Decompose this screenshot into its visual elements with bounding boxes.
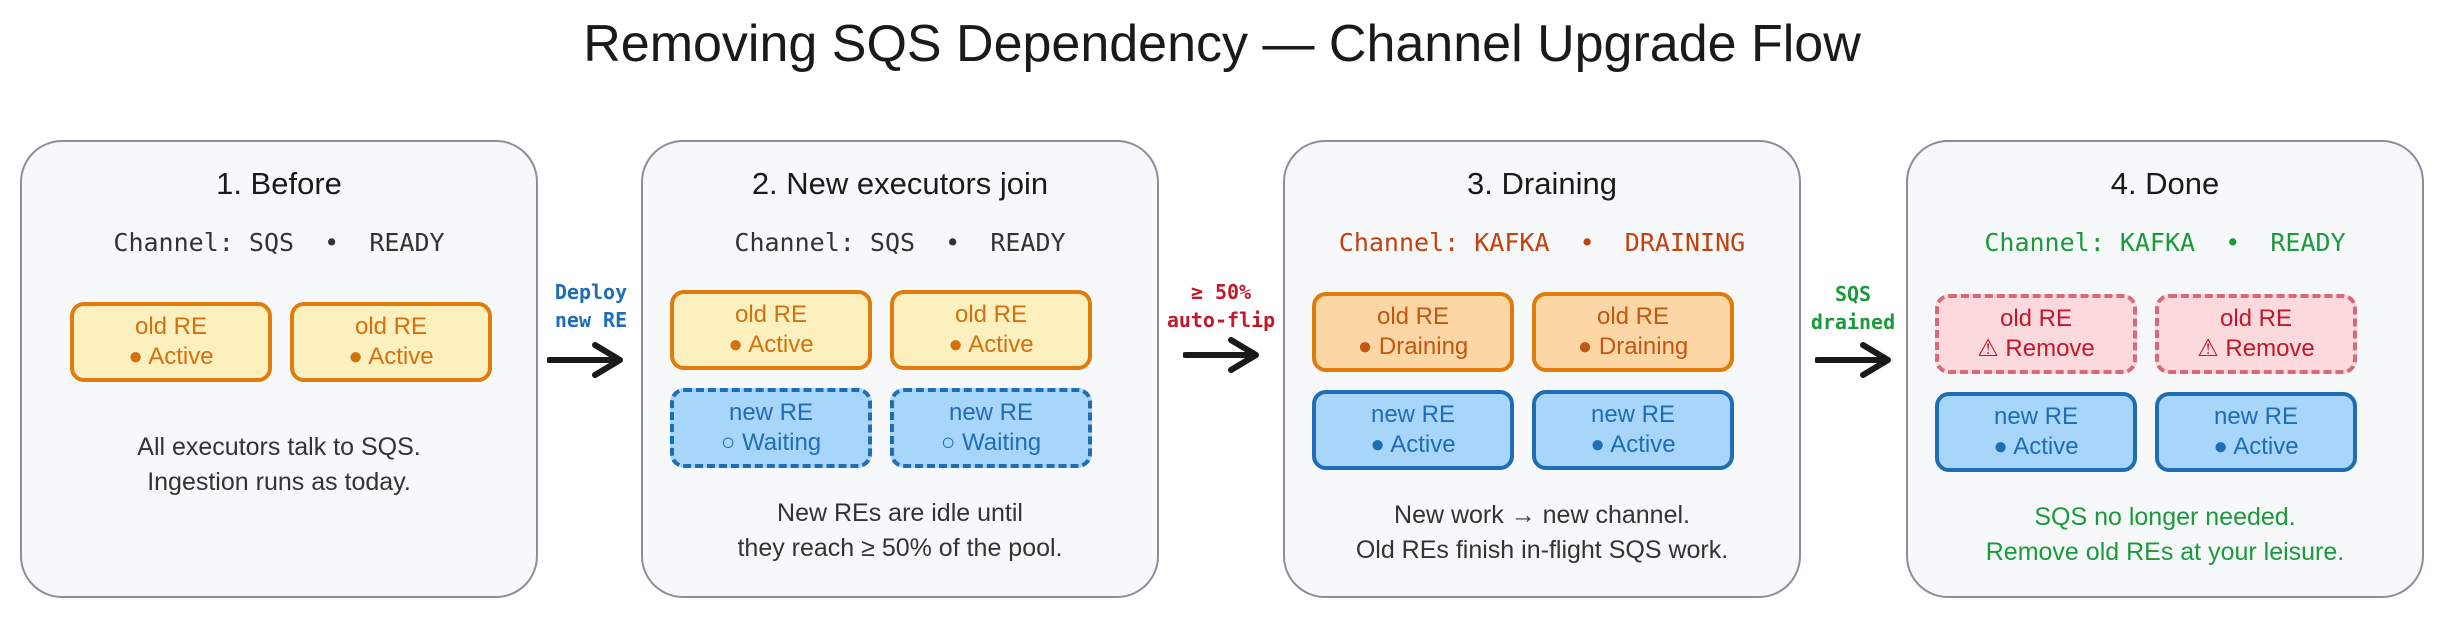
- channel-separator: •: [2225, 228, 2241, 257]
- arrow-label-line: auto-flip: [1166, 308, 1276, 332]
- channel-prefix: Channel:: [1984, 228, 2105, 257]
- tile-label: old RE: [354, 313, 428, 340]
- right-arrow-icon: [1183, 337, 1259, 373]
- tile-label: old RE: [954, 301, 1028, 328]
- panel-before: 1. Before Channel: SQS • READY old RE ● …: [20, 140, 538, 598]
- tile-label: old RE: [2219, 305, 2293, 332]
- tile-label: old RE: [1376, 303, 1450, 330]
- caption-line: Remove old REs at your leisure.: [1985, 538, 2345, 566]
- new-re-tile: new RE ● Active: [1312, 390, 1514, 470]
- tile-status: ● Active: [1370, 431, 1456, 458]
- channel-prefix: Channel:: [734, 228, 855, 257]
- channel-state: DRAINING: [1624, 228, 1746, 257]
- tile-label: new RE: [1590, 401, 1676, 428]
- caption-line: New REs are idle until: [777, 499, 1023, 527]
- tile-status: ⚠ Remove: [1977, 335, 2095, 362]
- tile-status: ● Draining: [1357, 333, 1469, 360]
- channel-status: Channel: SQS • READY: [643, 228, 1157, 257]
- tile-status: ● Active: [728, 331, 814, 358]
- tile-label: old RE: [1596, 303, 1670, 330]
- tile-label: new RE: [728, 399, 814, 426]
- arrow-label-deploy: Deploy new RE: [538, 278, 644, 334]
- right-arrow-icon: [547, 342, 623, 378]
- new-re-tile: new RE ● Active: [2155, 392, 2357, 472]
- panel-title: 1. Before: [216, 166, 342, 201]
- new-re-tile: new RE ○ Waiting: [670, 388, 872, 468]
- arrow-label-line: drained: [1810, 310, 1896, 334]
- panel-caption: SQS no longer needed. Remove old REs at …: [1908, 500, 2422, 570]
- tile-status: ● Active: [128, 343, 214, 370]
- channel-prefix: Channel:: [113, 228, 234, 257]
- tile-status: ○ Waiting: [720, 429, 822, 456]
- channel-name: KAFKA: [1474, 228, 1550, 257]
- arrow-label-line: SQS: [1834, 282, 1872, 306]
- channel-state: READY: [990, 228, 1066, 257]
- channel-separator: •: [324, 228, 340, 257]
- channel-separator: •: [945, 228, 961, 257]
- caption-line: New work → new channel.: [1394, 501, 1690, 529]
- caption-line: Ingestion runs as today.: [147, 468, 411, 496]
- panel-caption: New REs are idle until they reach ≥ 50% …: [643, 496, 1157, 566]
- channel-status: Channel: KAFKA • READY: [1908, 228, 2422, 257]
- tile-label: old RE: [1999, 305, 2073, 332]
- caption-line: they reach ≥ 50% of the pool.: [737, 534, 1063, 562]
- new-re-tile: new RE ○ Waiting: [890, 388, 1092, 468]
- channel-state: READY: [2270, 228, 2346, 257]
- new-re-tile: new RE ● Active: [1532, 390, 1734, 470]
- tile-status: ● Active: [1590, 431, 1676, 458]
- tile-label: old RE: [734, 301, 808, 328]
- old-re-tile: old RE ● Draining: [1532, 292, 1734, 372]
- arrow-label-auto-flip: ≥ 50% auto-flip: [1158, 278, 1284, 334]
- channel-status: Channel: SQS • READY: [22, 228, 536, 257]
- channel-state: READY: [369, 228, 445, 257]
- tile-status: ● Draining: [1577, 333, 1689, 360]
- panel-draining: 3. Draining Channel: KAFKA • DRAINING ol…: [1283, 140, 1801, 598]
- old-re-tile: old RE ⚠ Remove: [2155, 294, 2357, 374]
- tile-label: new RE: [1993, 403, 2079, 430]
- channel-name: SQS: [869, 228, 916, 257]
- old-re-tile: old RE ● Active: [890, 290, 1092, 370]
- panel-done: 4. Done Channel: KAFKA • READY old RE ⚠ …: [1906, 140, 2424, 598]
- channel-prefix: Channel:: [1338, 228, 1460, 257]
- arrow-label-line: ≥ 50%: [1190, 280, 1252, 304]
- tile-status: ● Active: [948, 331, 1034, 358]
- tile-label: new RE: [1370, 401, 1456, 428]
- channel-status: Channel: KAFKA • DRAINING: [1285, 228, 1799, 257]
- arrow-label-drained: SQS drained: [1800, 280, 1906, 336]
- panel-new-executors: 2. New executors join Channel: SQS • REA…: [641, 140, 1159, 598]
- panel-caption: All executors talk to SQS. Ingestion run…: [22, 430, 536, 500]
- right-arrow-icon: [1815, 342, 1891, 378]
- panel-caption: New work → new channel. Old REs finish i…: [1285, 498, 1799, 568]
- caption-line: All executors talk to SQS.: [137, 433, 421, 461]
- tile-status: ● Active: [1993, 433, 2079, 460]
- panel-title: 2. New executors join: [751, 166, 1049, 201]
- channel-separator: •: [1579, 228, 1595, 257]
- tile-label: new RE: [2213, 403, 2299, 430]
- tile-label: new RE: [948, 399, 1034, 426]
- new-re-tile: new RE ● Active: [1935, 392, 2137, 472]
- arrow-label-line: Deploy: [554, 280, 628, 304]
- panel-title: 4. Done: [2110, 166, 2220, 201]
- diagram-title: Removing SQS Dependency — Channel Upgrad…: [583, 15, 1861, 73]
- caption-line: Old REs finish in-flight SQS work.: [1355, 536, 1729, 564]
- tile-status: ⚠ Remove: [2197, 335, 2315, 362]
- old-re-tile: old RE ● Draining: [1312, 292, 1514, 372]
- channel-name: KAFKA: [2119, 228, 2196, 257]
- tile-status: ● Active: [348, 343, 434, 370]
- caption-line: SQS no longer needed.: [2034, 503, 2296, 531]
- tile-label: old RE: [134, 313, 208, 340]
- tile-status: ○ Waiting: [940, 429, 1042, 456]
- tile-status: ● Active: [2213, 433, 2299, 460]
- old-re-tile: old RE ● Active: [670, 290, 872, 370]
- old-re-tile: old RE ● Active: [70, 302, 272, 382]
- arrow-label-line: new RE: [554, 308, 628, 332]
- old-re-tile: old RE ⚠ Remove: [1935, 294, 2137, 374]
- channel-name: SQS: [248, 228, 295, 257]
- panel-title: 3. Draining: [1467, 166, 1617, 201]
- old-re-tile: old RE ● Active: [290, 302, 492, 382]
